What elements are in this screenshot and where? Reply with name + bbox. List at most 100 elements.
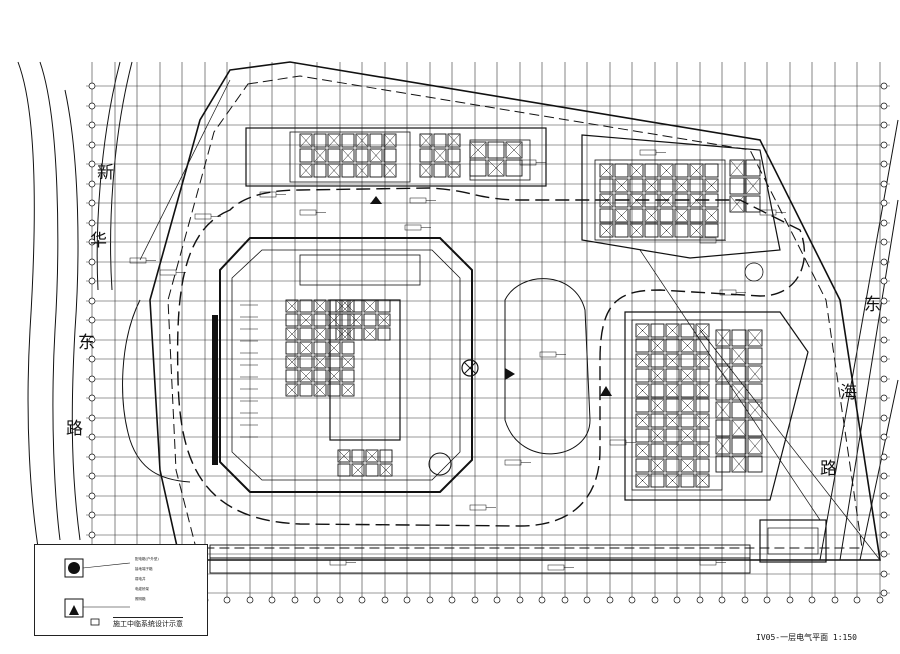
core-shaft (313, 299, 327, 313)
east-room-cross (666, 444, 679, 457)
east-room (695, 413, 710, 428)
grid-bubble (880, 394, 888, 402)
grid-bubble (651, 596, 659, 604)
ne-room-cross (746, 178, 760, 194)
grid-bubble (88, 258, 96, 266)
equipment-room (379, 449, 393, 463)
core-shaft (285, 327, 299, 341)
grid-bubble (628, 596, 636, 604)
north-room (341, 133, 355, 148)
grid-bubble (88, 238, 96, 246)
legend-row-5: 照明箱 (135, 597, 146, 601)
north-room-cross (328, 164, 340, 177)
grid-bubble (880, 297, 888, 305)
grid-bubble (831, 596, 839, 604)
core-shaft (313, 355, 327, 369)
grid-bubble (448, 596, 456, 604)
core-shaft-cross (300, 342, 312, 354)
east-room (747, 437, 763, 455)
east-room (731, 455, 747, 473)
ne-room-cross (660, 224, 673, 237)
east-room (715, 437, 731, 455)
grid-bubble (880, 453, 888, 461)
east-room-cross (636, 324, 649, 337)
core-shaft (299, 355, 313, 369)
north-room-cross (384, 164, 396, 177)
ne-room (704, 223, 719, 238)
grid-bubble (880, 375, 888, 383)
core-shaft-cross (300, 370, 312, 382)
ne-room (729, 177, 745, 195)
east-room-cross (636, 354, 649, 367)
core-shaft (285, 383, 299, 397)
equipment-room (365, 449, 379, 463)
east-room (747, 383, 763, 401)
north-room-cross (370, 149, 382, 162)
fountain (744, 262, 764, 282)
north-room-cross (384, 134, 396, 147)
core-shaft (313, 369, 327, 383)
east-room (680, 398, 695, 413)
ne-room (629, 163, 644, 178)
north-room (469, 141, 487, 159)
elevator (377, 299, 391, 313)
east-room-cross (696, 444, 709, 457)
grid-bubble (880, 277, 888, 285)
north-room (383, 163, 397, 178)
east-room-cross (696, 474, 709, 487)
ne-room (745, 177, 761, 195)
grid-bubble (741, 596, 749, 604)
north-room (355, 133, 369, 148)
east-room-cross (681, 369, 694, 382)
road-name-right-2: 海 (840, 383, 857, 403)
annotation-tag (159, 269, 177, 276)
elevator (363, 299, 377, 313)
ne-room (614, 163, 629, 178)
east-room (680, 473, 695, 488)
core-shaft (299, 369, 313, 383)
ne-room-cross (730, 196, 744, 212)
annotation-tag (194, 213, 212, 220)
ne-room (659, 193, 674, 208)
grid-bubble (880, 355, 888, 363)
core-shaft-cross (328, 370, 340, 382)
site-boundary-dashed (167, 75, 863, 549)
east-room (650, 458, 665, 473)
east-room (715, 347, 731, 365)
grid-bubble (853, 596, 861, 604)
east-room (680, 323, 695, 338)
grid-bubble (88, 199, 96, 207)
core-shaft-cross (286, 328, 298, 340)
elevator (349, 313, 363, 327)
east-room (731, 437, 747, 455)
ne-room-cross (675, 179, 688, 192)
core-shaft (299, 313, 313, 327)
north-room (447, 148, 461, 163)
east-room-cross (666, 414, 679, 427)
east-room (695, 383, 710, 398)
core-shaft-cross (328, 314, 340, 326)
road-name-right-1: 东 (864, 295, 881, 315)
ne-room (704, 163, 719, 178)
road-name-left-4: 路 (66, 419, 83, 439)
north-room (487, 159, 505, 177)
north-room-cross (356, 134, 368, 147)
ne-room (614, 223, 629, 238)
grid-bubble (880, 511, 888, 519)
core-shaft (285, 299, 299, 313)
grid-bubble (88, 472, 96, 480)
east-room-cross (681, 459, 694, 472)
ne-room (729, 195, 745, 213)
ne-room-cross (615, 209, 628, 222)
grid-bubble (403, 596, 411, 604)
grid-bubble (381, 596, 389, 604)
east-room-cross (732, 420, 746, 436)
east-room-cross (681, 399, 694, 412)
core-shaft-cross (314, 328, 326, 340)
east-room (665, 338, 680, 353)
core-shaft (313, 327, 327, 341)
ne-room (704, 193, 719, 208)
annotation-tag (639, 149, 657, 156)
north-room (313, 133, 327, 148)
grid-bubble (246, 596, 254, 604)
